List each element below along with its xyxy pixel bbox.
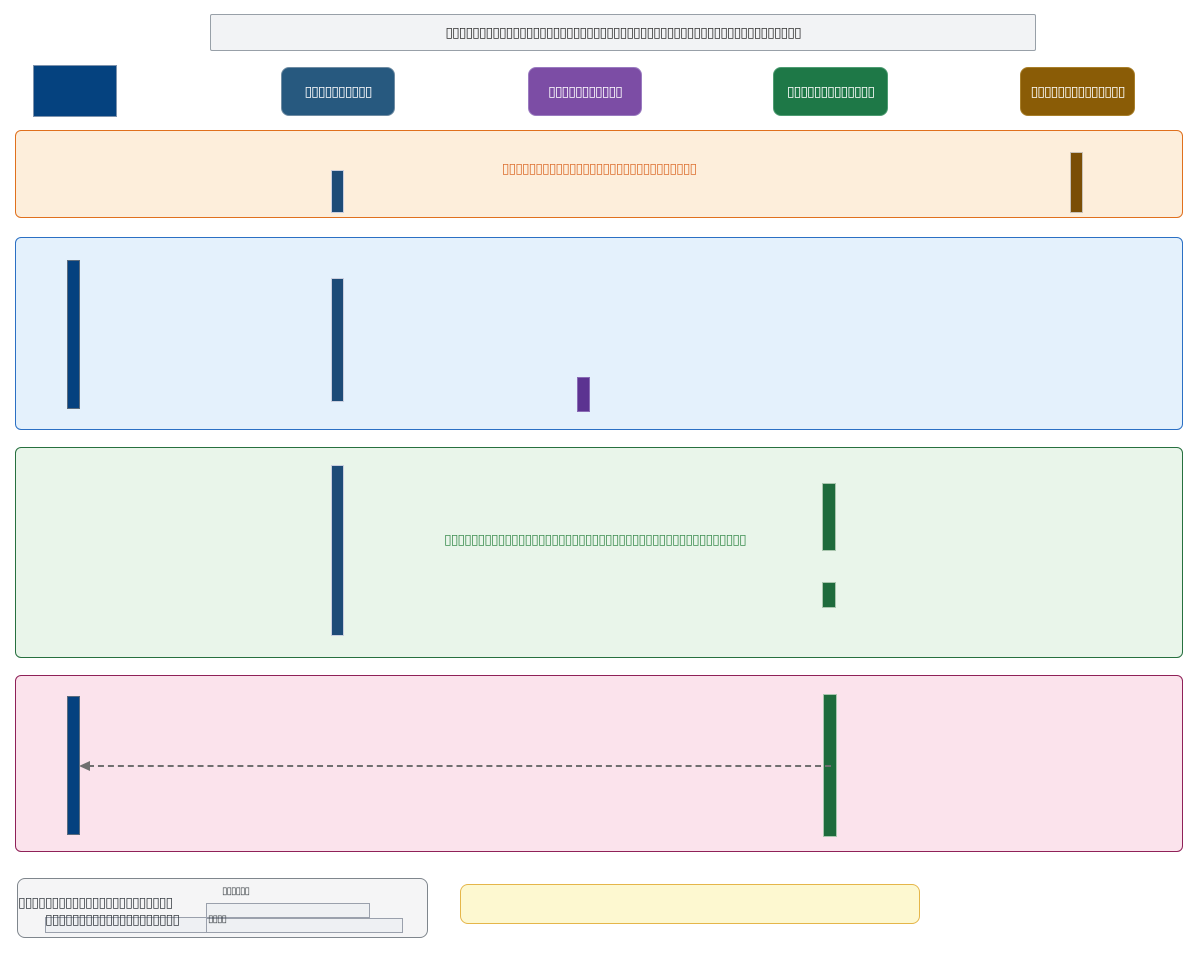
diagram-title: ▯▯▯▯▯▯▯▯▯▯▯▯▯▯▯▯▯▯▯▯▯▯▯▯▯▯▯▯▯▯▯▯▯▯▯▯▯▯▯▯… (445, 24, 801, 41)
activation-bar-green-green-1 (822, 483, 836, 551)
section-orange-label: ▯▯▯▯▯▯▯▯▯▯▯▯▯▯▯▯▯▯▯▯▯▯▯▯▯▯▯▯▯ (501, 161, 697, 177)
note-inner-rect-c (206, 918, 403, 933)
activation-bar-blue-navy (67, 260, 80, 409)
diagram-title-box: ▯▯▯▯▯▯▯▯▯▯▯▯▯▯▯▯▯▯▯▯▯▯▯▯▯▯▯▯▯▯▯▯▯▯▯▯▯▯▯▯… (210, 14, 1036, 51)
actor-4-label: ▯▯▯▯▯▯▯▯▯▯▯▯▯ (786, 83, 875, 100)
actor-box-1 (33, 65, 117, 117)
note-left-line1-raised: ▯▯▯▯▯▯ (222, 886, 250, 897)
section-green (15, 447, 1183, 658)
section-pink (15, 675, 1183, 852)
actor-box-2: ▯▯▯▯▯▯▯▯▯▯ (281, 67, 395, 116)
note-left-line2-small: ▯▯▯▯ (208, 914, 227, 925)
activation-bar-blue-blue (331, 278, 344, 402)
actor-5-label: ▯▯▯▯▯▯▯▯▯▯▯▯▯▯ (1030, 83, 1126, 100)
arrowhead-left-icon (79, 761, 90, 771)
actor-box-3: ▯▯▯▯▯▯▯▯▯▯▯ (528, 67, 642, 116)
activation-bar-blue-purple (577, 377, 590, 412)
section-blue (15, 237, 1183, 430)
activation-bar-orange-brown (1070, 152, 1083, 213)
section-green-label: ▯▯▯▯▯▯▯▯▯▯▯▯▯▯▯▯▯▯▯▯▯▯▯▯▯▯▯▯▯▯▯▯▯▯▯▯▯▯▯▯… (444, 532, 747, 548)
activation-bar-green-green-2 (822, 582, 836, 608)
actor-box-5: ▯▯▯▯▯▯▯▯▯▯▯▯▯▯ (1020, 67, 1135, 116)
activation-bar-green-blue (331, 465, 344, 636)
note-box-yellow (460, 884, 920, 924)
section-orange (15, 130, 1183, 218)
note-left-line2: ▯▯▯▯▯▯▯▯▯▯▯▯▯▯▯▯▯▯▯▯ (45, 912, 180, 928)
note-left-line1: ▯▯▯▯▯▯▯▯▯▯▯▯▯▯▯▯▯▯▯▯▯▯▯ (18, 895, 173, 911)
note-inner-rect-a (206, 903, 370, 918)
actor-2-label: ▯▯▯▯▯▯▯▯▯▯ (304, 83, 372, 100)
dashed-message-line (88, 765, 831, 767)
actor-3-label: ▯▯▯▯▯▯▯▯▯▯▯ (548, 83, 623, 100)
actor-box-4: ▯▯▯▯▯▯▯▯▯▯▯▯▯ (773, 67, 888, 116)
activation-bar-orange-blue (331, 170, 344, 213)
